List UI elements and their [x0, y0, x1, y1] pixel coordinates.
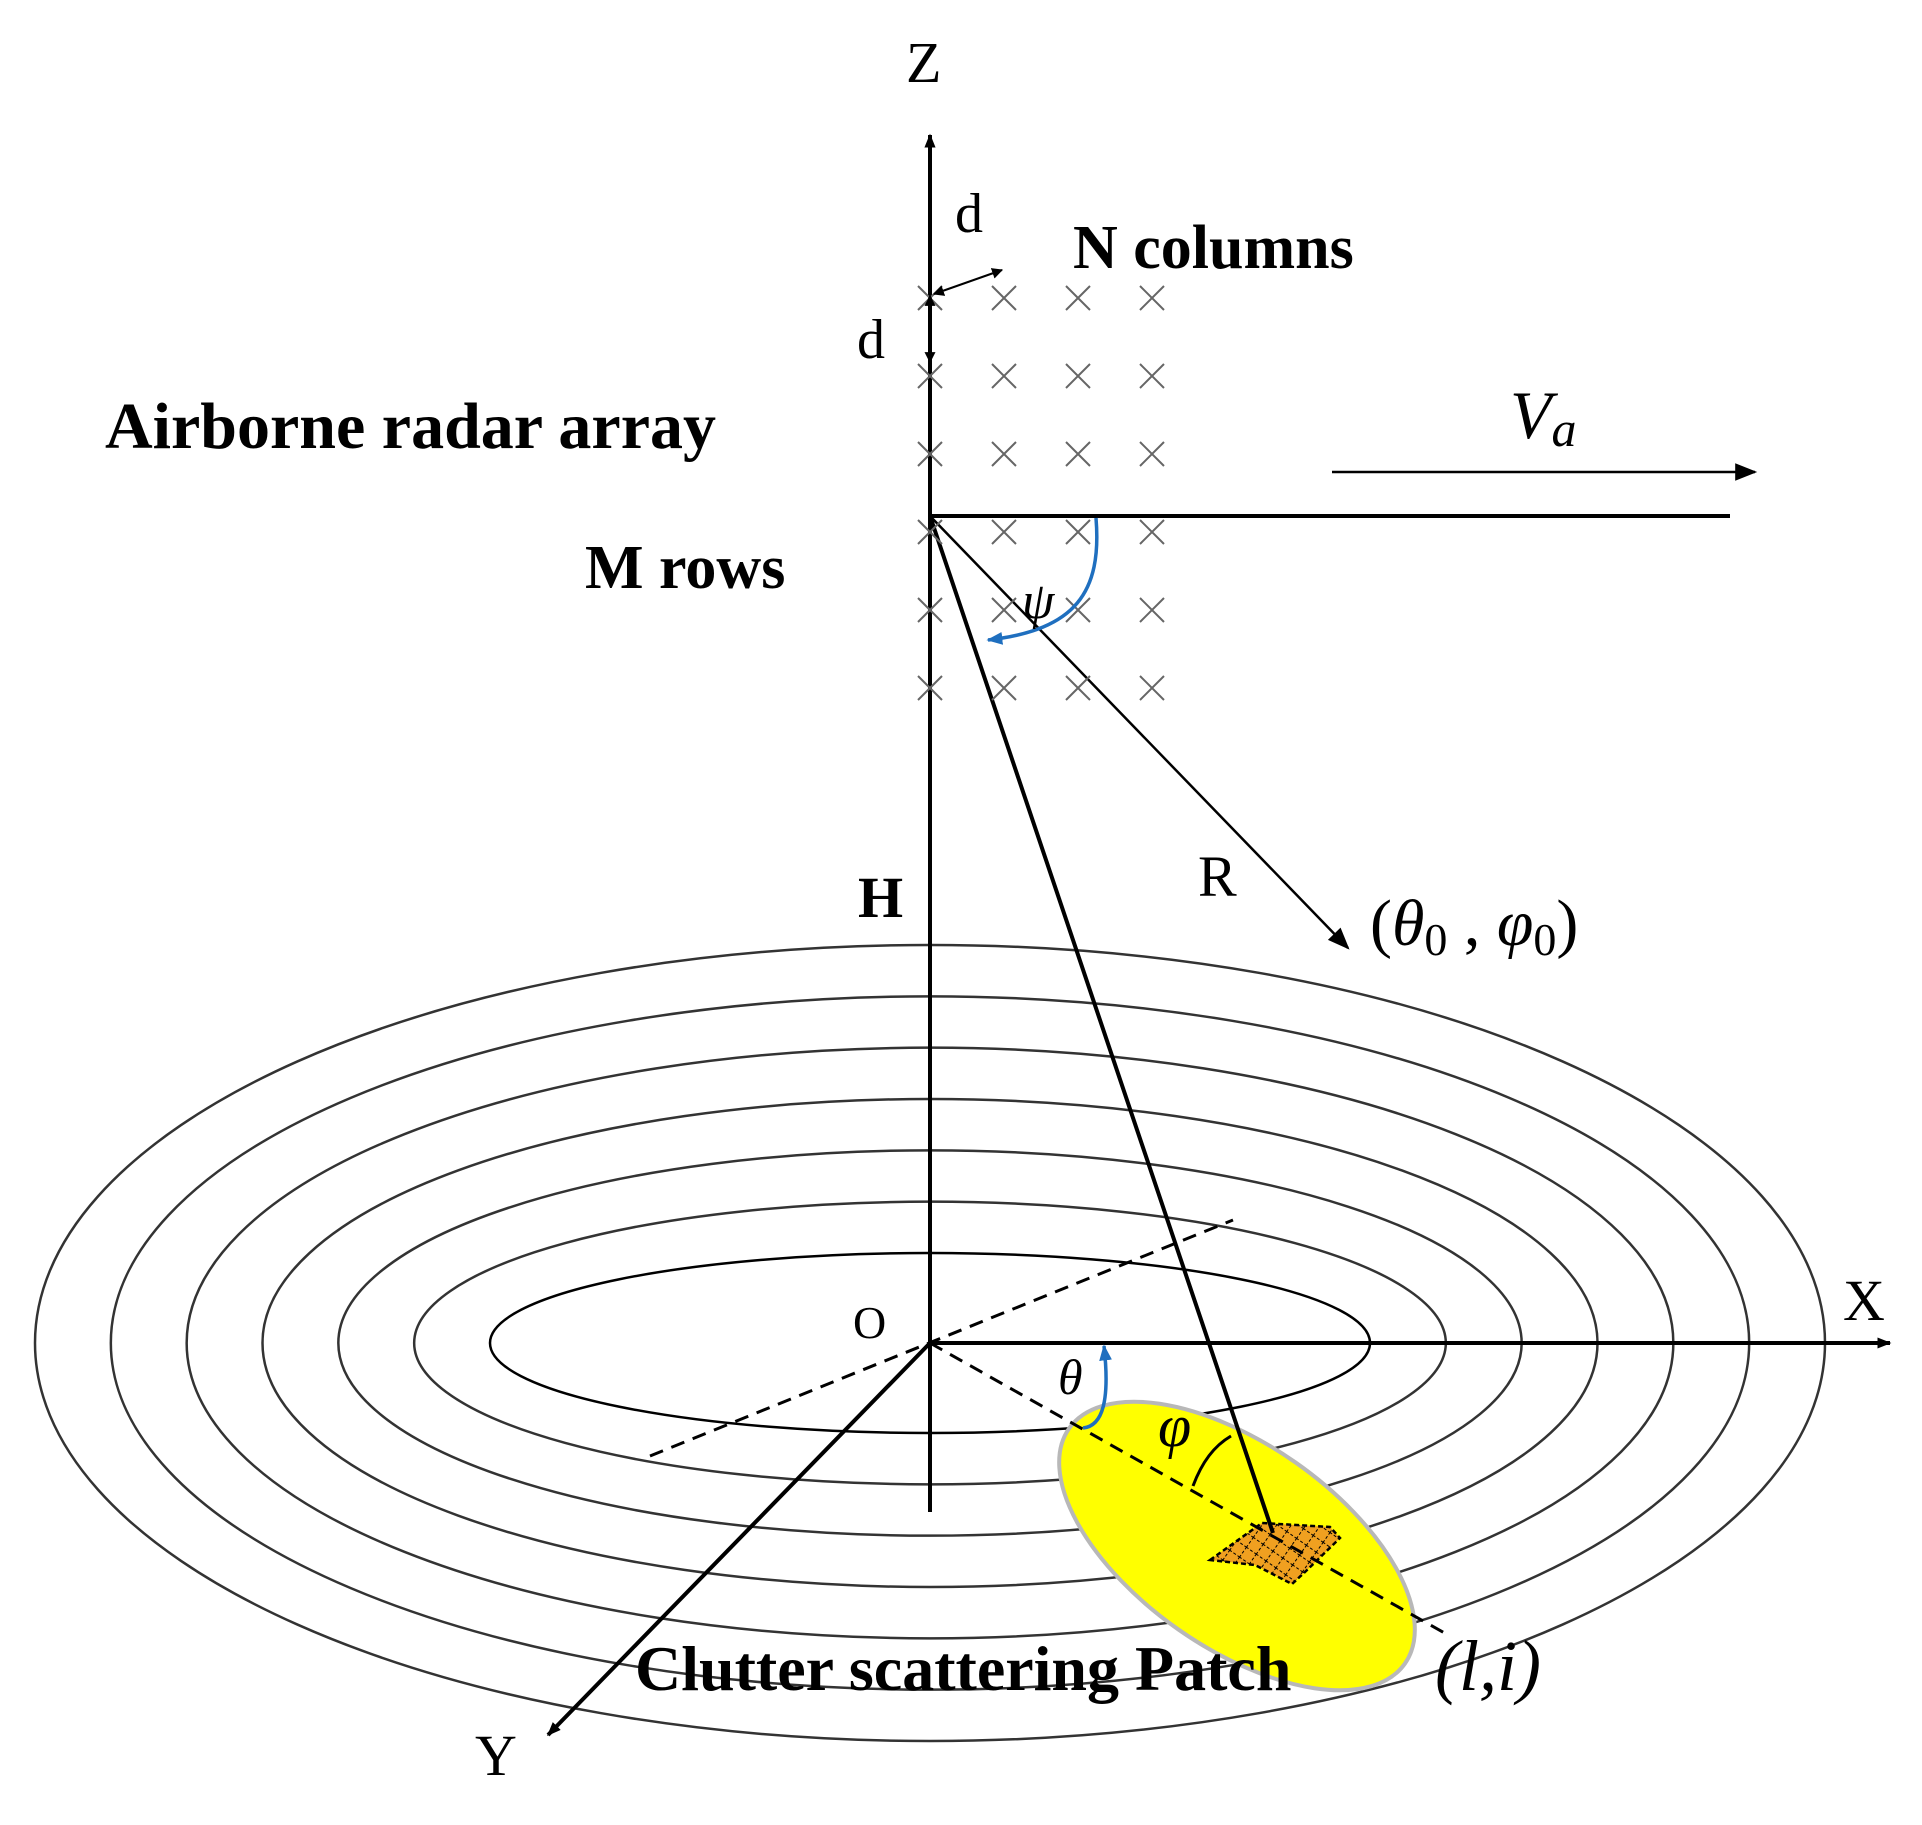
rows-label: M rows [585, 534, 785, 602]
direction-theta: θ [1392, 887, 1424, 960]
phi-label: φ [1158, 1393, 1191, 1459]
array-element-marker [1139, 441, 1165, 467]
direction-phi: φ [1497, 887, 1534, 960]
direction-open: ( [1370, 887, 1392, 960]
origin-label: O [853, 1297, 886, 1348]
beam-direction-line [929, 515, 1350, 950]
array-element-marker [1139, 519, 1165, 545]
array-element-marker [991, 597, 1017, 623]
array-element-marker [1065, 363, 1091, 389]
array-element-marker [991, 519, 1017, 545]
array-elements [917, 285, 1165, 701]
height-label: H [858, 865, 903, 930]
horizontal-spacing-label: d [955, 183, 983, 245]
array-element-marker [917, 675, 943, 701]
beam-direction-label: (θ0 , φ0) [1370, 887, 1578, 965]
azimuth-dashed-line [929, 1341, 1449, 1637]
array-element-marker [1065, 519, 1091, 545]
ground-diagonal-dashed [649, 1218, 1234, 1458]
array-element-marker [1065, 597, 1091, 623]
columns-label: N columns [1073, 214, 1354, 282]
x-axis-label: X [1843, 1268, 1885, 1333]
array-element-marker [917, 363, 943, 389]
direction-theta-sub: 0 [1424, 914, 1447, 965]
array-element-marker [917, 441, 943, 467]
psi-angle-arrow [986, 517, 1099, 645]
array-element-marker [917, 519, 943, 545]
direction-close: ) [1556, 887, 1578, 960]
array-element-marker [917, 597, 943, 623]
array-element-marker [1139, 363, 1165, 389]
array-element-marker [991, 441, 1017, 467]
array-element-marker [991, 675, 1017, 701]
y-axis [546, 1341, 932, 1737]
velocity-subscript: a [1552, 401, 1577, 457]
direction-phi-sub: 0 [1533, 914, 1556, 965]
array-element-marker [991, 285, 1017, 311]
theta-label: θ [1058, 1349, 1083, 1405]
array-label: Airborne radar array [105, 390, 716, 463]
array-element-marker [1065, 675, 1091, 701]
array-element-marker [1139, 597, 1165, 623]
vertical-spacing-label: d [857, 309, 885, 371]
velocity-label: Va [1510, 377, 1577, 457]
psi-label: ψ [1022, 573, 1056, 630]
horizontal-spacing-arrow [932, 268, 1004, 296]
array-element-marker [1065, 441, 1091, 467]
patch-label: Clutter scattering Patch [635, 1633, 1291, 1704]
array-element-marker [991, 363, 1017, 389]
array-element-marker [1065, 285, 1091, 311]
y-axis-label: Y [475, 1723, 517, 1788]
range-label: R [1198, 844, 1237, 909]
patch-look-line [928, 515, 1275, 1534]
patch-index-label: (l,i) [1435, 1626, 1541, 1706]
array-element-marker [1139, 285, 1165, 311]
phi-angle-arc [1191, 1434, 1232, 1487]
clutter-patch [1206, 1521, 1342, 1586]
direction-separator: , [1447, 887, 1497, 960]
theta-angle-arrow [1082, 1344, 1112, 1430]
velocity-main: V [1510, 377, 1559, 453]
array-element-marker [1139, 675, 1165, 701]
z-axis-label: Z [906, 30, 941, 95]
